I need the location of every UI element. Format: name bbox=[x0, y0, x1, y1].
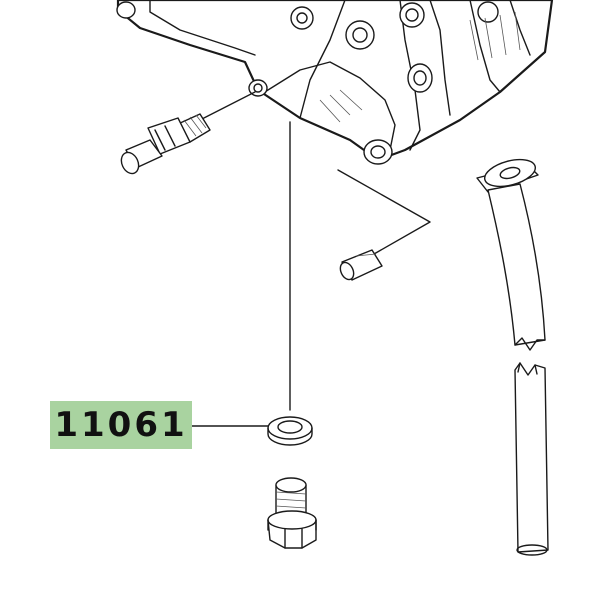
pressure-switch bbox=[120, 91, 256, 175]
part-number-callout: 11061 bbox=[50, 401, 192, 449]
oil-hose bbox=[476, 158, 549, 556]
drain-bolt bbox=[267, 477, 317, 549]
dowel-pin bbox=[337, 169, 431, 281]
crankcase-housing bbox=[116, 0, 554, 165]
sealing-washer bbox=[267, 416, 313, 446]
